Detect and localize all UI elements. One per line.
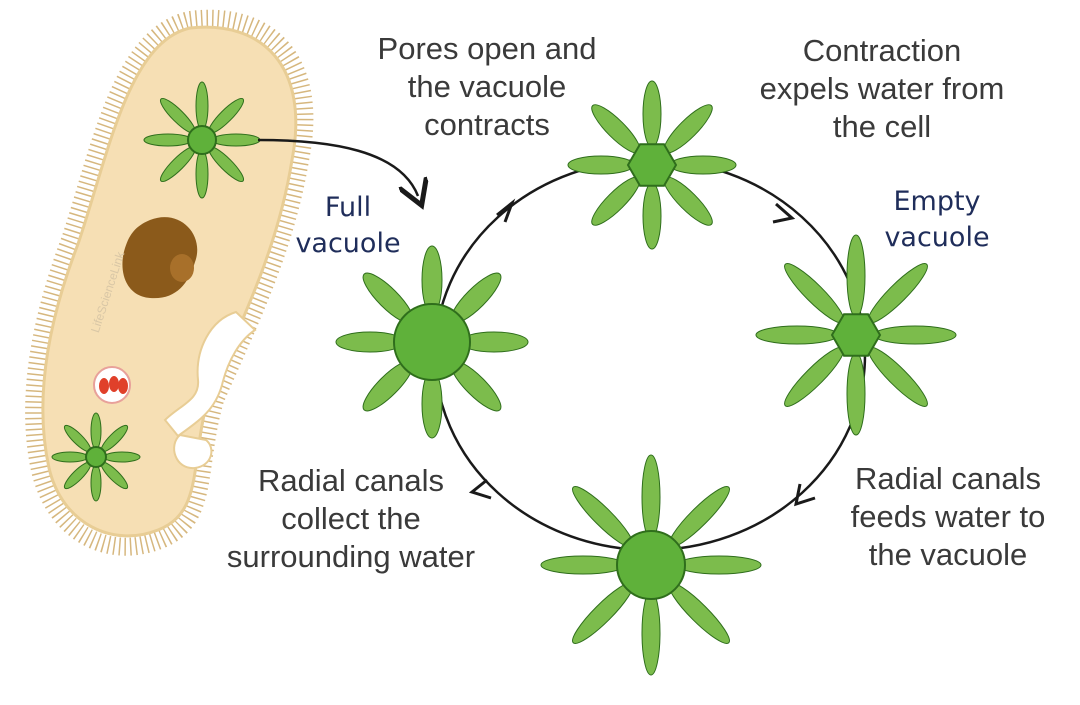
caption-line: contracts: [424, 107, 550, 142]
state-label-empty: Empty vacuole: [862, 184, 1012, 256]
radial-canal: [195, 81, 209, 131]
radial-canal: [676, 555, 762, 575]
cell-contractile-vacuole-bottom: [51, 412, 141, 502]
state-label-full: Full vacuole: [268, 190, 428, 262]
radial-canal: [567, 155, 635, 175]
radial-canal: [873, 325, 957, 345]
caption-line: feeds water to: [850, 499, 1046, 534]
caption-line: the vacuole: [407, 69, 567, 104]
radial-canal: [867, 263, 928, 324]
food-particle: [109, 376, 119, 392]
vacuole-core: [187, 125, 217, 155]
vacuole-filling: [540, 454, 762, 676]
vacuole-core: [85, 446, 107, 468]
radial-canal: [641, 454, 661, 540]
caption-line: surrounding water: [226, 539, 476, 574]
cell-contractile-vacuole-top: [143, 81, 261, 199]
state-label-line: vacuole: [295, 228, 401, 259]
vacuole-core: [393, 303, 471, 381]
cycle-arrow: [468, 478, 492, 500]
radial-canal: [867, 346, 928, 407]
radial-canal: [755, 325, 839, 345]
caption-line: Radial canals: [257, 463, 445, 498]
caption-radial-feed: Radial canals feeds water to the vacuole: [826, 460, 1070, 574]
caption-line: the vacuole: [868, 537, 1028, 572]
radial-canal: [90, 464, 102, 502]
pointer-arrow: [257, 138, 418, 196]
food-particle: [99, 378, 109, 394]
caption-line: Radial canals: [854, 461, 1042, 496]
radial-canal: [51, 451, 89, 463]
radial-canal: [784, 346, 845, 407]
radial-canal: [642, 182, 662, 250]
caption-pores-open: Pores open and the vacuole contracts: [342, 30, 632, 144]
caption-radial-collect: Radial canals collect the surrounding wa…: [196, 462, 506, 576]
vacuole-contracting: [567, 80, 737, 250]
state-label-line: Empty: [893, 186, 981, 217]
cycle-arrow: [794, 483, 816, 507]
vacuole-empty: [755, 234, 957, 436]
radial-canal: [195, 149, 209, 199]
caption-line: Pores open and: [377, 31, 597, 66]
caption-line: the cell: [832, 109, 932, 144]
radial-canal: [103, 451, 141, 463]
radial-canal: [211, 133, 261, 147]
radial-canal: [143, 133, 193, 147]
vacuole-core: [616, 530, 686, 600]
radial-canal: [669, 155, 737, 175]
radial-canal: [846, 352, 866, 436]
state-label-line: vacuole: [884, 222, 990, 253]
radial-canal: [90, 412, 102, 450]
paramecium-cell: [25, 9, 314, 556]
vacuole-core: [626, 143, 678, 187]
radial-canal: [641, 590, 661, 676]
cycle-arrow: [772, 202, 796, 224]
oral-opening: [173, 433, 213, 470]
caption-line: Contraction: [802, 33, 962, 68]
vacuole-full: [335, 245, 529, 439]
state-label-line: Full: [324, 192, 372, 223]
caption-contraction: Contraction expels water from the cell: [732, 32, 1032, 146]
vacuole-core: [830, 313, 882, 357]
caption-line: collect the: [281, 501, 421, 536]
radial-canal: [642, 80, 662, 148]
caption-line: expels water from: [759, 71, 1005, 106]
radial-canal: [540, 555, 626, 575]
food-particle: [118, 378, 128, 394]
radial-canal: [784, 263, 845, 324]
micronucleus: [170, 254, 194, 282]
cycle-arrow: [496, 198, 516, 223]
